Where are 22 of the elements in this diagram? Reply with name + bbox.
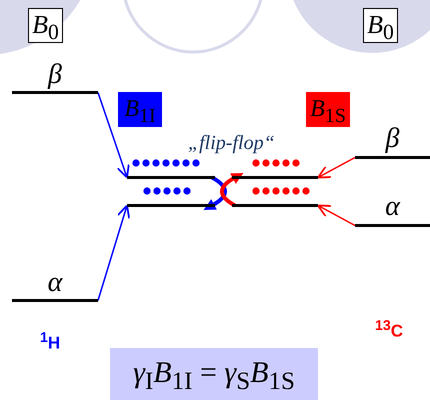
energy-level-line bbox=[232, 176, 318, 179]
field-box: B$_{0}$ bbox=[363, 8, 398, 43]
curved-arrow bbox=[204, 176, 227, 210]
energy-level-line bbox=[127, 176, 215, 179]
energy-level: α bbox=[12, 268, 98, 302]
nucleus-label: $^{13}$C bbox=[375, 318, 404, 342]
field-box: B$_{1I}$ bbox=[118, 92, 162, 127]
curved-arrow bbox=[220, 172, 244, 208]
field-box: B$_{0}$ bbox=[28, 8, 63, 43]
nucleus-label: $^{1}$H bbox=[40, 330, 60, 354]
energy-level: β bbox=[355, 124, 430, 159]
field-box: B$_{1S}$ bbox=[306, 92, 350, 127]
equation-box: γ$_{I}$B$_{1I}$ = γ$_{S}$B$_{1S}$ bbox=[110, 348, 318, 400]
energy-level-line bbox=[232, 204, 318, 207]
energy-level: β bbox=[12, 60, 98, 94]
arrow bbox=[317, 156, 356, 178]
arrow bbox=[97, 92, 130, 178]
arrow bbox=[97, 204, 130, 301]
arrow bbox=[317, 204, 356, 226]
energy-level: α bbox=[355, 192, 430, 227]
annotation-text: „flip-flop“ bbox=[188, 132, 275, 155]
energy-level-line bbox=[127, 204, 215, 207]
